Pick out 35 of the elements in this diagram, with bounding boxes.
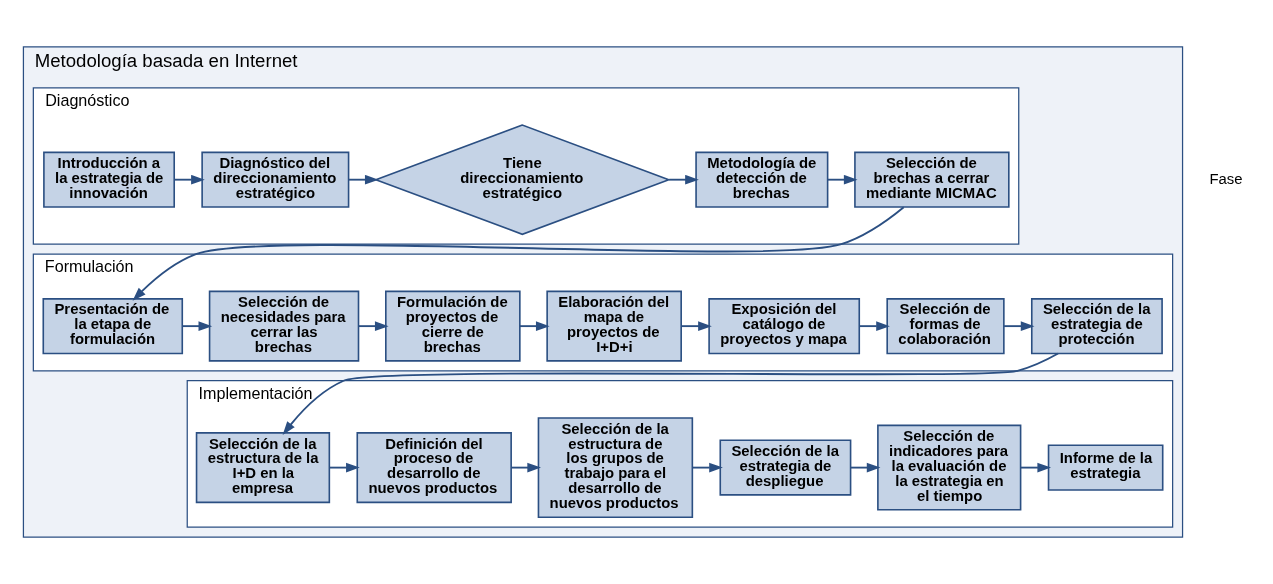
- arrow: [668, 174, 699, 185]
- node-box: Informe de la estrategia: [1047, 444, 1164, 491]
- node-diamond: Tiene direccionamiento estratégico: [373, 124, 672, 236]
- node-box: Metodología de detección de brechas: [695, 151, 829, 208]
- arrow: [347, 174, 379, 185]
- arrow: [132, 206, 905, 301]
- node-box: Introducción a la estrategia de innovación: [43, 151, 175, 208]
- arrow: [849, 462, 881, 473]
- arrow: [328, 462, 360, 473]
- node-box: Selección de la estrategia de despliegue: [719, 439, 852, 496]
- node-box: Selección de la estructura de los grupos de trabajo para el desarrollo de nuevos productos: [537, 417, 694, 519]
- node-box: Selección de la estrategia de protección: [1030, 298, 1163, 355]
- arrow: [173, 174, 205, 185]
- node-box: Selección de formas de colaboración: [886, 298, 1005, 355]
- label: Fase: [1209, 170, 1243, 187]
- arrow: [691, 462, 723, 473]
- node-box: Exposición del catálogo de proyectos y mapa: [708, 298, 861, 355]
- arrow: [827, 174, 858, 185]
- node-box: Elaboración del mapa de proyectos de I+D+i: [546, 290, 682, 362]
- arrow: [1019, 462, 1052, 473]
- node-box: Diagnóstico del direccionamiento estratégico: [201, 151, 350, 208]
- node-box: Selección de necesidades para cerrar las brechas: [208, 290, 360, 362]
- arrow: [357, 321, 389, 331]
- arrow: [680, 321, 712, 331]
- arrow: [510, 462, 541, 473]
- node-box: Presentación de la etapa de formulación: [42, 298, 184, 355]
- arrow: [519, 321, 550, 331]
- arrow: [858, 321, 890, 331]
- arrow: [181, 321, 213, 331]
- node-box: Selección de la estructura de la I+D en la empresa: [195, 432, 331, 504]
- node-box: Definición del proceso de desarrollo de nuevos productos: [356, 432, 512, 504]
- node-box: Selección de brechas a cerrar mediante MICMAC: [854, 151, 1010, 208]
- node-box: Selección de indicadores para la evaluación de la estrategia en el tiempo: [877, 424, 1022, 511]
- arrow: [1003, 321, 1035, 331]
- node-box: Formulación de proyectos de cierre de brechas: [385, 290, 521, 362]
